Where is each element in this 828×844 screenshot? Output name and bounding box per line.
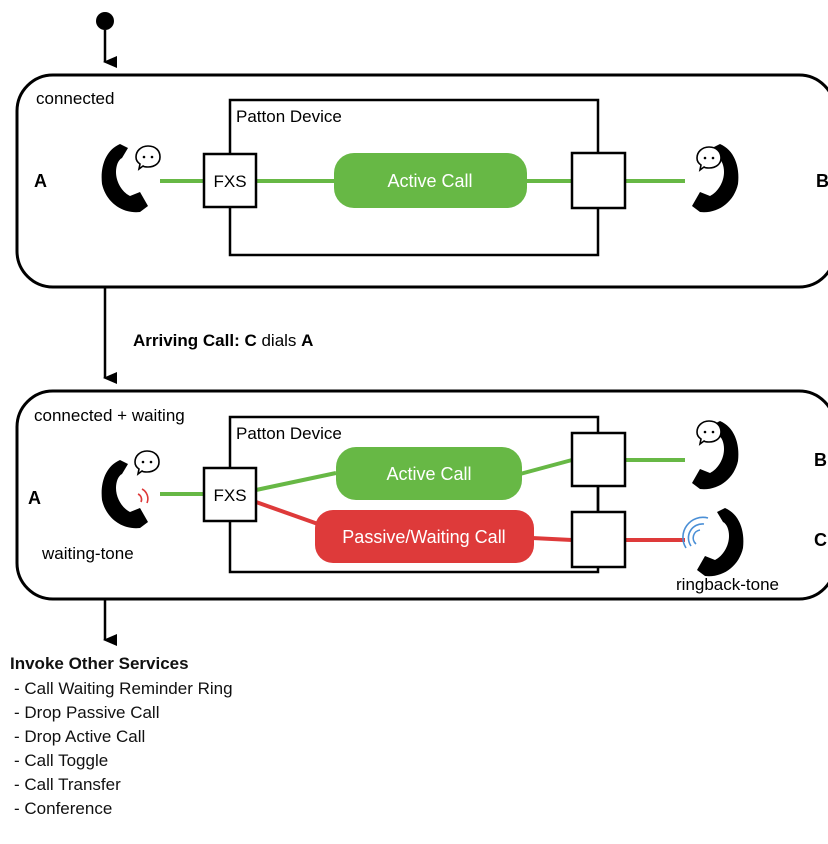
party-a-label-2: A bbox=[28, 488, 41, 508]
remote-port-c-2 bbox=[570, 510, 627, 569]
fxs-label-2: FXS bbox=[213, 486, 246, 505]
ringback-tone-label: ringback-tone bbox=[676, 575, 779, 594]
services-list: - Call Waiting Reminder Ring - Drop Pass… bbox=[10, 677, 233, 821]
waiting-call-label-2: Passive/Waiting Call bbox=[342, 527, 505, 547]
state-connected-waiting bbox=[15, 389, 828, 601]
service-item: - Call Transfer bbox=[14, 775, 121, 794]
fxs-port-2 bbox=[202, 466, 258, 523]
active-call-pill-2 bbox=[336, 447, 522, 500]
service-item: - Conference bbox=[14, 799, 113, 818]
waiting-call-pill-2 bbox=[315, 510, 534, 563]
phone-icon bbox=[697, 508, 744, 577]
fxs-port-1 bbox=[202, 152, 258, 209]
state-connected bbox=[15, 73, 828, 289]
remote-port-b-2 bbox=[570, 431, 627, 488]
line-fxs-active-2 bbox=[255, 471, 337, 492]
initial-state-dot bbox=[96, 12, 114, 30]
waiting-tone-label: waiting-tone bbox=[41, 544, 134, 563]
patton-device-title-1: Patton Device bbox=[236, 107, 342, 126]
speech-bubble-icon bbox=[696, 420, 722, 445]
party-b-label-1: B bbox=[816, 171, 828, 191]
party-c-label-2: C bbox=[814, 530, 827, 550]
party-a-label-1: A bbox=[34, 171, 47, 191]
speech-bubble-icon bbox=[134, 450, 160, 475]
line-active-port-2 bbox=[519, 458, 573, 476]
tone-waves-icon bbox=[137, 488, 149, 504]
state-connected-label: connected bbox=[36, 89, 114, 108]
line-waiting-port-2 bbox=[531, 536, 573, 542]
fxs-label-1: FXS bbox=[213, 172, 246, 191]
service-item: - Drop Passive Call bbox=[14, 703, 160, 722]
service-item: - Call Toggle bbox=[14, 751, 109, 770]
active-call-pill-1 bbox=[334, 153, 527, 208]
tone-waves-icon bbox=[682, 516, 709, 549]
service-item: - Call Waiting Reminder Ring bbox=[14, 679, 233, 698]
patton-device-title-2: Patton Device bbox=[236, 424, 342, 443]
other-services: Invoke Other Services - Call Waiting Rem… bbox=[10, 651, 233, 821]
services-heading: Invoke Other Services bbox=[10, 654, 189, 673]
active-call-label-2: Active Call bbox=[386, 464, 471, 484]
line-fxs-waiting-2 bbox=[255, 500, 319, 526]
party-b-label-2: B bbox=[814, 450, 827, 470]
speech-bubble-icon bbox=[135, 145, 161, 170]
remote-port-1 bbox=[570, 151, 627, 210]
active-call-label-1: Active Call bbox=[387, 171, 472, 191]
transition-label: Arriving Call: C dials A bbox=[133, 331, 313, 350]
service-item: - Drop Active Call bbox=[14, 727, 146, 746]
state-connected-waiting-label: connected + waiting bbox=[34, 406, 185, 425]
speech-bubble-icon bbox=[696, 146, 722, 171]
